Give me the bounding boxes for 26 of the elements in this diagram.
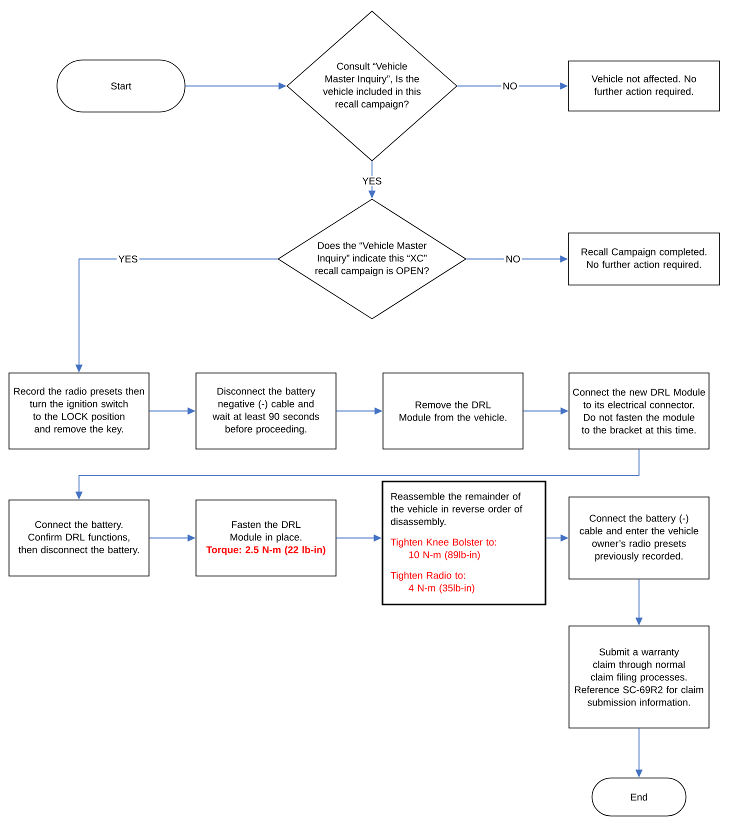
terminal: Start	[56, 60, 186, 112]
process-box	[382, 480, 546, 606]
edge-label: YES	[118, 256, 138, 262]
process-box: Disconnect the battery negative (-) cable and wait at least 90 seconds before proceeding.	[196, 372, 336, 450]
torque-spec: Torque: 2.5 N-m (22 lb-in)	[206, 546, 326, 556]
process-box	[196, 500, 336, 576]
edge-label: NO	[503, 82, 517, 90]
process-box: Record the radio presets then turn the ignition switch to the LOCK position and remove the key.	[8, 372, 150, 450]
instruction-text: Tighten Knee Bolster to:	[390, 538, 496, 548]
edge-label: YES	[362, 178, 382, 184]
step-text: Fasten the DRL Module in place.	[230, 520, 302, 543]
step-text: Submit a warranty claim through normal claim filing processes.	[590, 648, 687, 683]
process-box: Recall Campaign completed. No further action required.	[568, 232, 720, 286]
process-box: Connect the battery. Confirm DRL functions, then disconnect the battery.	[8, 500, 150, 576]
process-box: Remove the DRL Module from the vehicle.	[382, 372, 524, 450]
step-text: Reassemble the remainder of the vehicle in reverse order of disassembly.	[390, 492, 522, 527]
terminal: End	[592, 778, 686, 816]
process-box: Connect the battery (-) cable and enter the vehicle owner’s radio presets previously recorded.	[568, 496, 710, 580]
process-box: Connect the new DRL Module to its electrical connector. Do not fasten the module to the bracket at this time.	[568, 372, 710, 450]
torque-value: 10 N-m (89lb-in)	[409, 551, 480, 560]
instruction-text: Tighten Radio to:	[390, 572, 465, 581]
torque-value: 4 N-m (35lb-in)	[408, 584, 474, 594]
process-box	[568, 626, 710, 728]
process-box: Vehicle not affected. No further action required.	[568, 60, 720, 112]
edge-label: NO	[506, 256, 520, 262]
step-text: Reference SC-69R2 for claim submission information.	[575, 686, 704, 706]
